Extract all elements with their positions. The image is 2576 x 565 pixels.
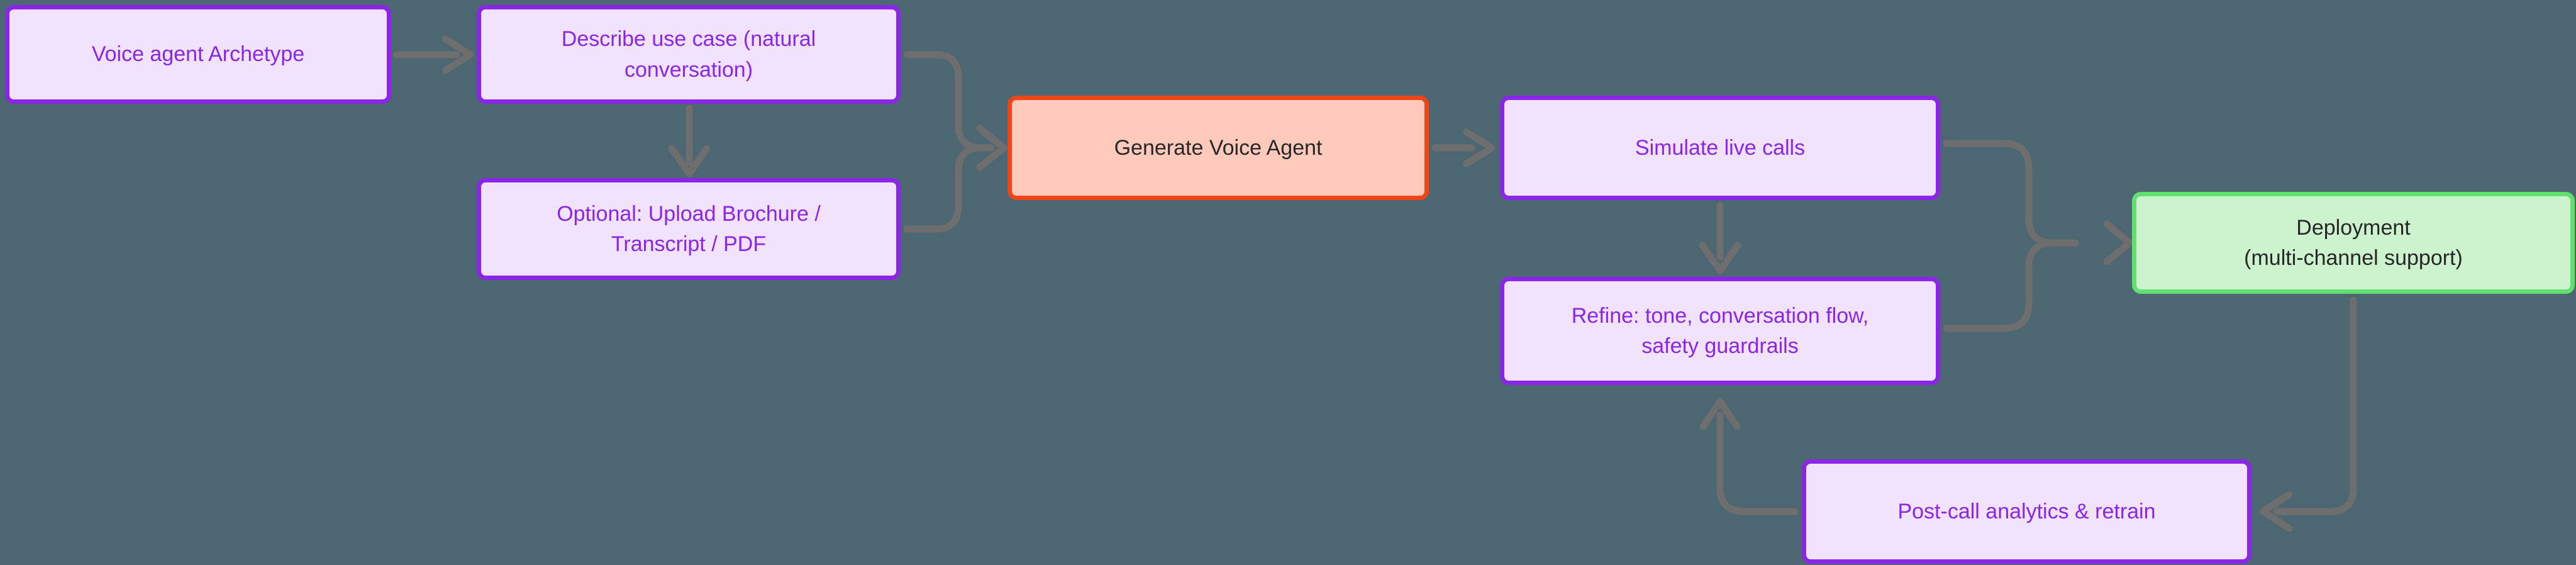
node-describe-use-case[interactable]: Describe use case (natural conversation) xyxy=(477,5,901,104)
edge-describe-to-optional xyxy=(668,104,711,177)
edge-refine-to-deployment xyxy=(1943,239,2079,332)
node-refine-tone-flow-guardrails[interactable]: Refine: tone, conversation flow, safety … xyxy=(1500,277,1940,385)
node-simulate-live-calls[interactable]: Simulate live calls xyxy=(1500,96,1940,200)
edge-deployment-to-analytics xyxy=(2259,296,2357,532)
edge-describe-to-generate xyxy=(903,51,995,152)
edge-simulate-to-refine xyxy=(1699,201,1741,274)
node-optional-upload[interactable]: Optional: Upload Brochure / Transcript /… xyxy=(477,178,901,280)
edge-analytics-to-refine xyxy=(1699,398,1799,515)
arrowhead-into-deployment xyxy=(2103,220,2133,266)
node-deployment-multi-channel[interactable]: Deployment (multi-channel support) xyxy=(2132,192,2575,294)
edge-archetype-to-describe xyxy=(392,35,474,74)
edge-optional-to-generate xyxy=(903,144,995,233)
node-voice-agent-archetype[interactable]: Voice agent Archetype xyxy=(5,5,391,104)
edge-generate-to-simulate xyxy=(1431,128,1496,167)
node-post-call-analytics-retrain[interactable]: Post-call analytics & retrain xyxy=(1802,459,2251,564)
edge-simulate-to-deployment xyxy=(1943,140,2079,247)
arrowhead-into-generate xyxy=(976,125,1008,171)
node-generate-voice-agent[interactable]: Generate Voice Agent xyxy=(1008,96,1429,200)
